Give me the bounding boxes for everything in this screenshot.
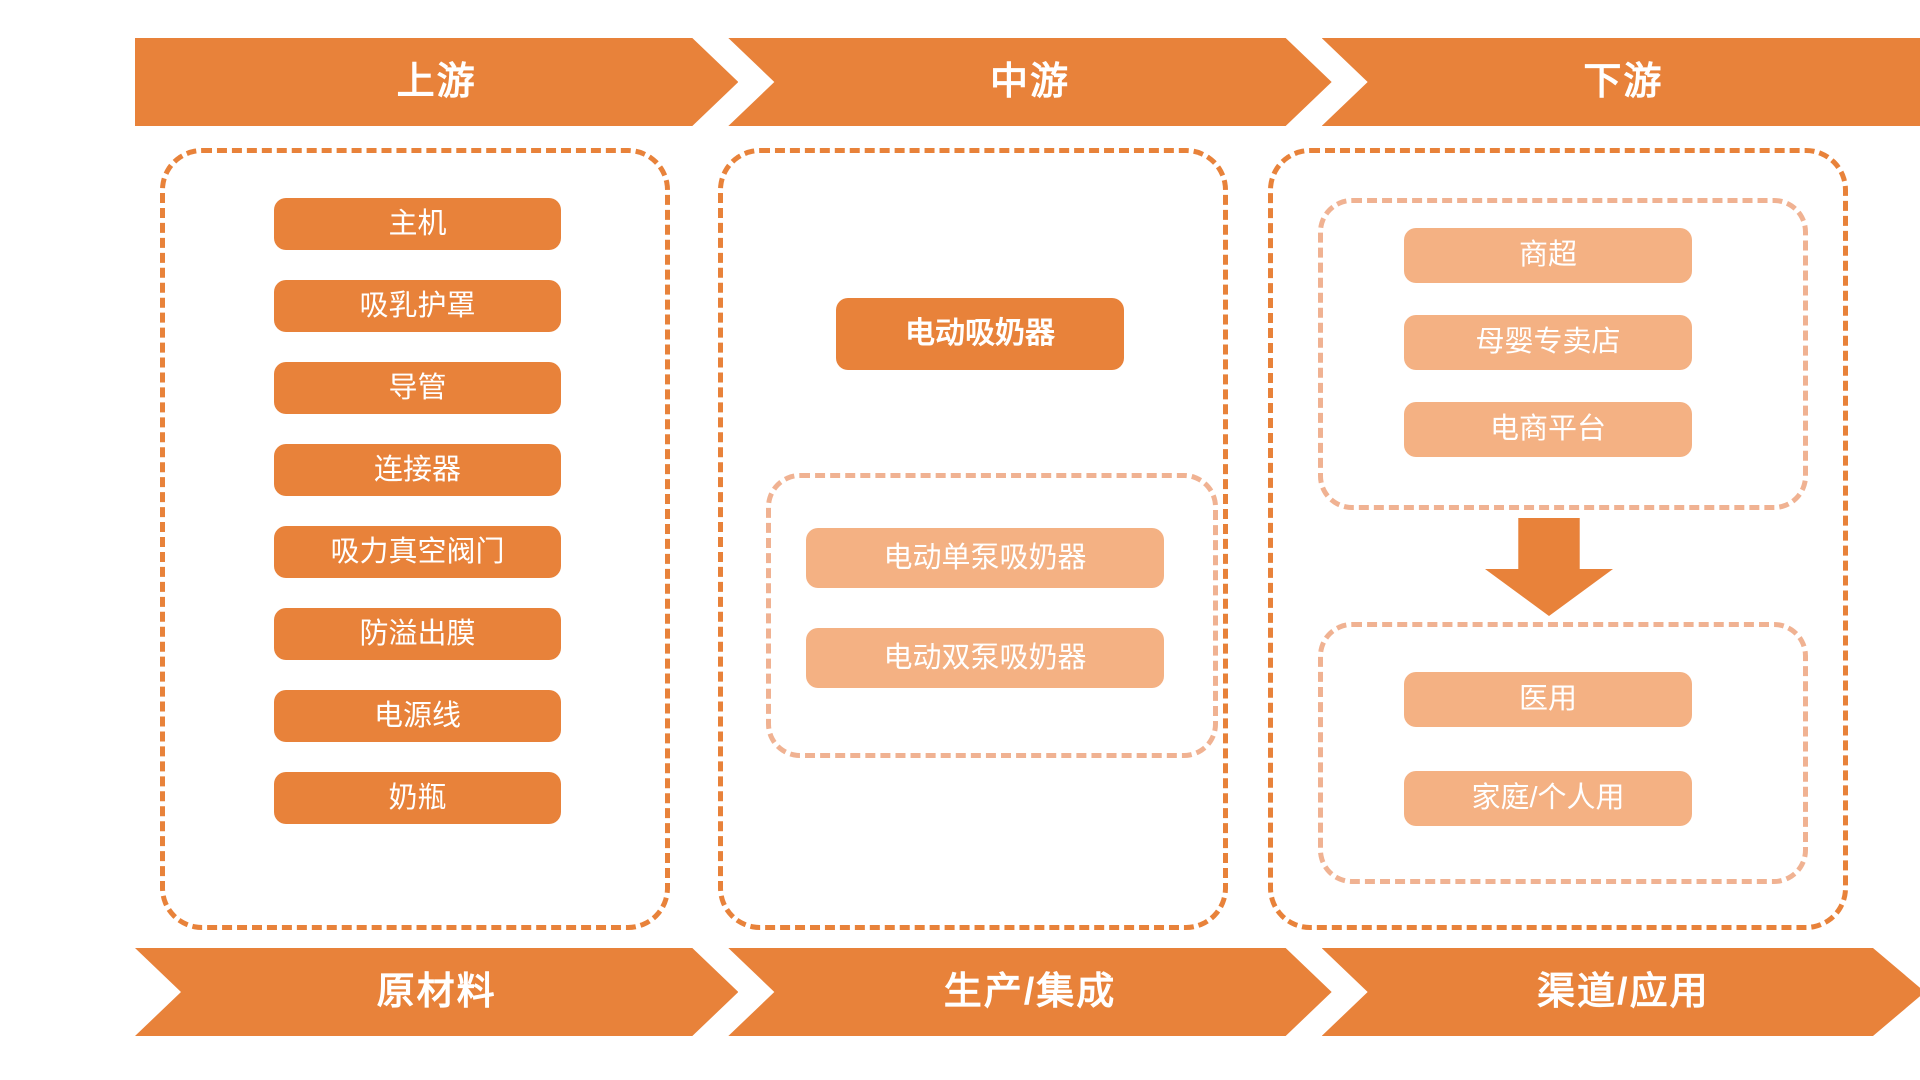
downstream-channel-group	[1318, 198, 1808, 510]
bottom-banner-segment-raw-materials[interactable]: 原材料	[135, 948, 738, 1036]
bottom-banner-label-raw-materials: 原材料	[376, 971, 497, 1013]
upstream-item-label: 吸力真空阀门	[330, 535, 505, 568]
downstream-channel-maternity-store[interactable]: 母婴专卖店	[1404, 315, 1692, 370]
upstream-item-connector[interactable]: 连接器	[274, 444, 561, 496]
downstream-channel-label: 母婴专卖店	[1475, 326, 1621, 358]
upstream-item-anti-overflow-membrane[interactable]: 防溢出膜	[274, 608, 561, 660]
top-banner-label-upstream: 上游	[396, 61, 477, 103]
top-banner-segment-downstream[interactable]: 下游	[1321, 38, 1920, 126]
upstream-item-label: 导管	[388, 371, 447, 404]
upstream-item-label: 连接器	[373, 453, 461, 486]
downstream-channel-label: 电商平台	[1489, 413, 1606, 445]
upstream-item-label: 主机	[388, 207, 447, 240]
midstream-main-product-label: 电动吸奶器	[905, 317, 1055, 350]
bottom-banner-label-channel-application: 渠道/应用	[1537, 971, 1710, 1013]
downstream-application-label: 家庭/个人用	[1471, 782, 1625, 814]
midstream-column-container	[718, 148, 1228, 930]
top-stage-banner: 上游 中游 下游	[135, 38, 1920, 126]
top-banner-segment-upstream[interactable]: 上游	[135, 38, 738, 126]
upstream-item-label: 电源线	[373, 699, 461, 732]
downstream-application-list: 医用 家庭/个人用	[1404, 672, 1692, 826]
upstream-item-tube[interactable]: 导管	[274, 362, 561, 414]
downstream-channel-ecommerce[interactable]: 电商平台	[1404, 402, 1692, 457]
midstream-subtype-label: 电动单泵吸奶器	[883, 541, 1087, 574]
upstream-item-host[interactable]: 主机	[274, 198, 561, 250]
top-banner-label-downstream: 下游	[1583, 61, 1664, 103]
midstream-subtype-double-pump[interactable]: 电动双泵吸奶器	[806, 628, 1164, 688]
downstream-application-group	[1318, 622, 1808, 884]
downstream-column-container	[1268, 148, 1848, 930]
midstream-subtype-group	[766, 473, 1218, 758]
midstream-subtype-single-pump[interactable]: 电动单泵吸奶器	[806, 528, 1164, 588]
downstream-application-home-personal[interactable]: 家庭/个人用	[1404, 771, 1692, 826]
upstream-item-bottle[interactable]: 奶瓶	[274, 772, 561, 824]
midstream-subtype-label: 电动双泵吸奶器	[883, 641, 1087, 674]
downstream-application-label: 医用	[1518, 683, 1577, 715]
downstream-application-medical[interactable]: 医用	[1404, 672, 1692, 727]
upstream-item-breast-shield[interactable]: 吸乳护罩	[274, 280, 561, 332]
bottom-banner-label-production: 生产/集成	[943, 971, 1117, 1013]
upstream-item-label: 奶瓶	[388, 781, 447, 814]
midstream-main-product[interactable]: 电动吸奶器	[836, 298, 1124, 370]
midstream-subtype-list: 电动单泵吸奶器 电动双泵吸奶器	[806, 528, 1164, 688]
upstream-item-vacuum-valve[interactable]: 吸力真空阀门	[274, 526, 561, 578]
upstream-item-label: 吸乳护罩	[359, 289, 476, 322]
upstream-component-list: 主机 吸乳护罩 导管 连接器 吸力真空阀门 防溢出膜 电源线 奶瓶	[274, 198, 561, 824]
downstream-channel-supermarket[interactable]: 商超	[1404, 228, 1692, 283]
top-banner-label-midstream: 中游	[989, 61, 1070, 103]
bottom-banner-segment-channel-application[interactable]: 渠道/应用	[1322, 948, 1920, 1036]
downstream-channel-list: 商超 母婴专卖店 电商平台	[1404, 228, 1692, 457]
upstream-column-container	[160, 148, 670, 930]
bottom-stage-banner: 原材料 生产/集成 渠道/应用	[135, 948, 1920, 1036]
upstream-item-power-cord[interactable]: 电源线	[274, 690, 561, 742]
bottom-banner-segment-production[interactable]: 生产/集成	[728, 948, 1331, 1036]
top-banner-segment-midstream[interactable]: 中游	[728, 38, 1331, 126]
downstream-channel-label: 商超	[1518, 239, 1577, 271]
upstream-item-label: 防溢出膜	[359, 617, 476, 650]
